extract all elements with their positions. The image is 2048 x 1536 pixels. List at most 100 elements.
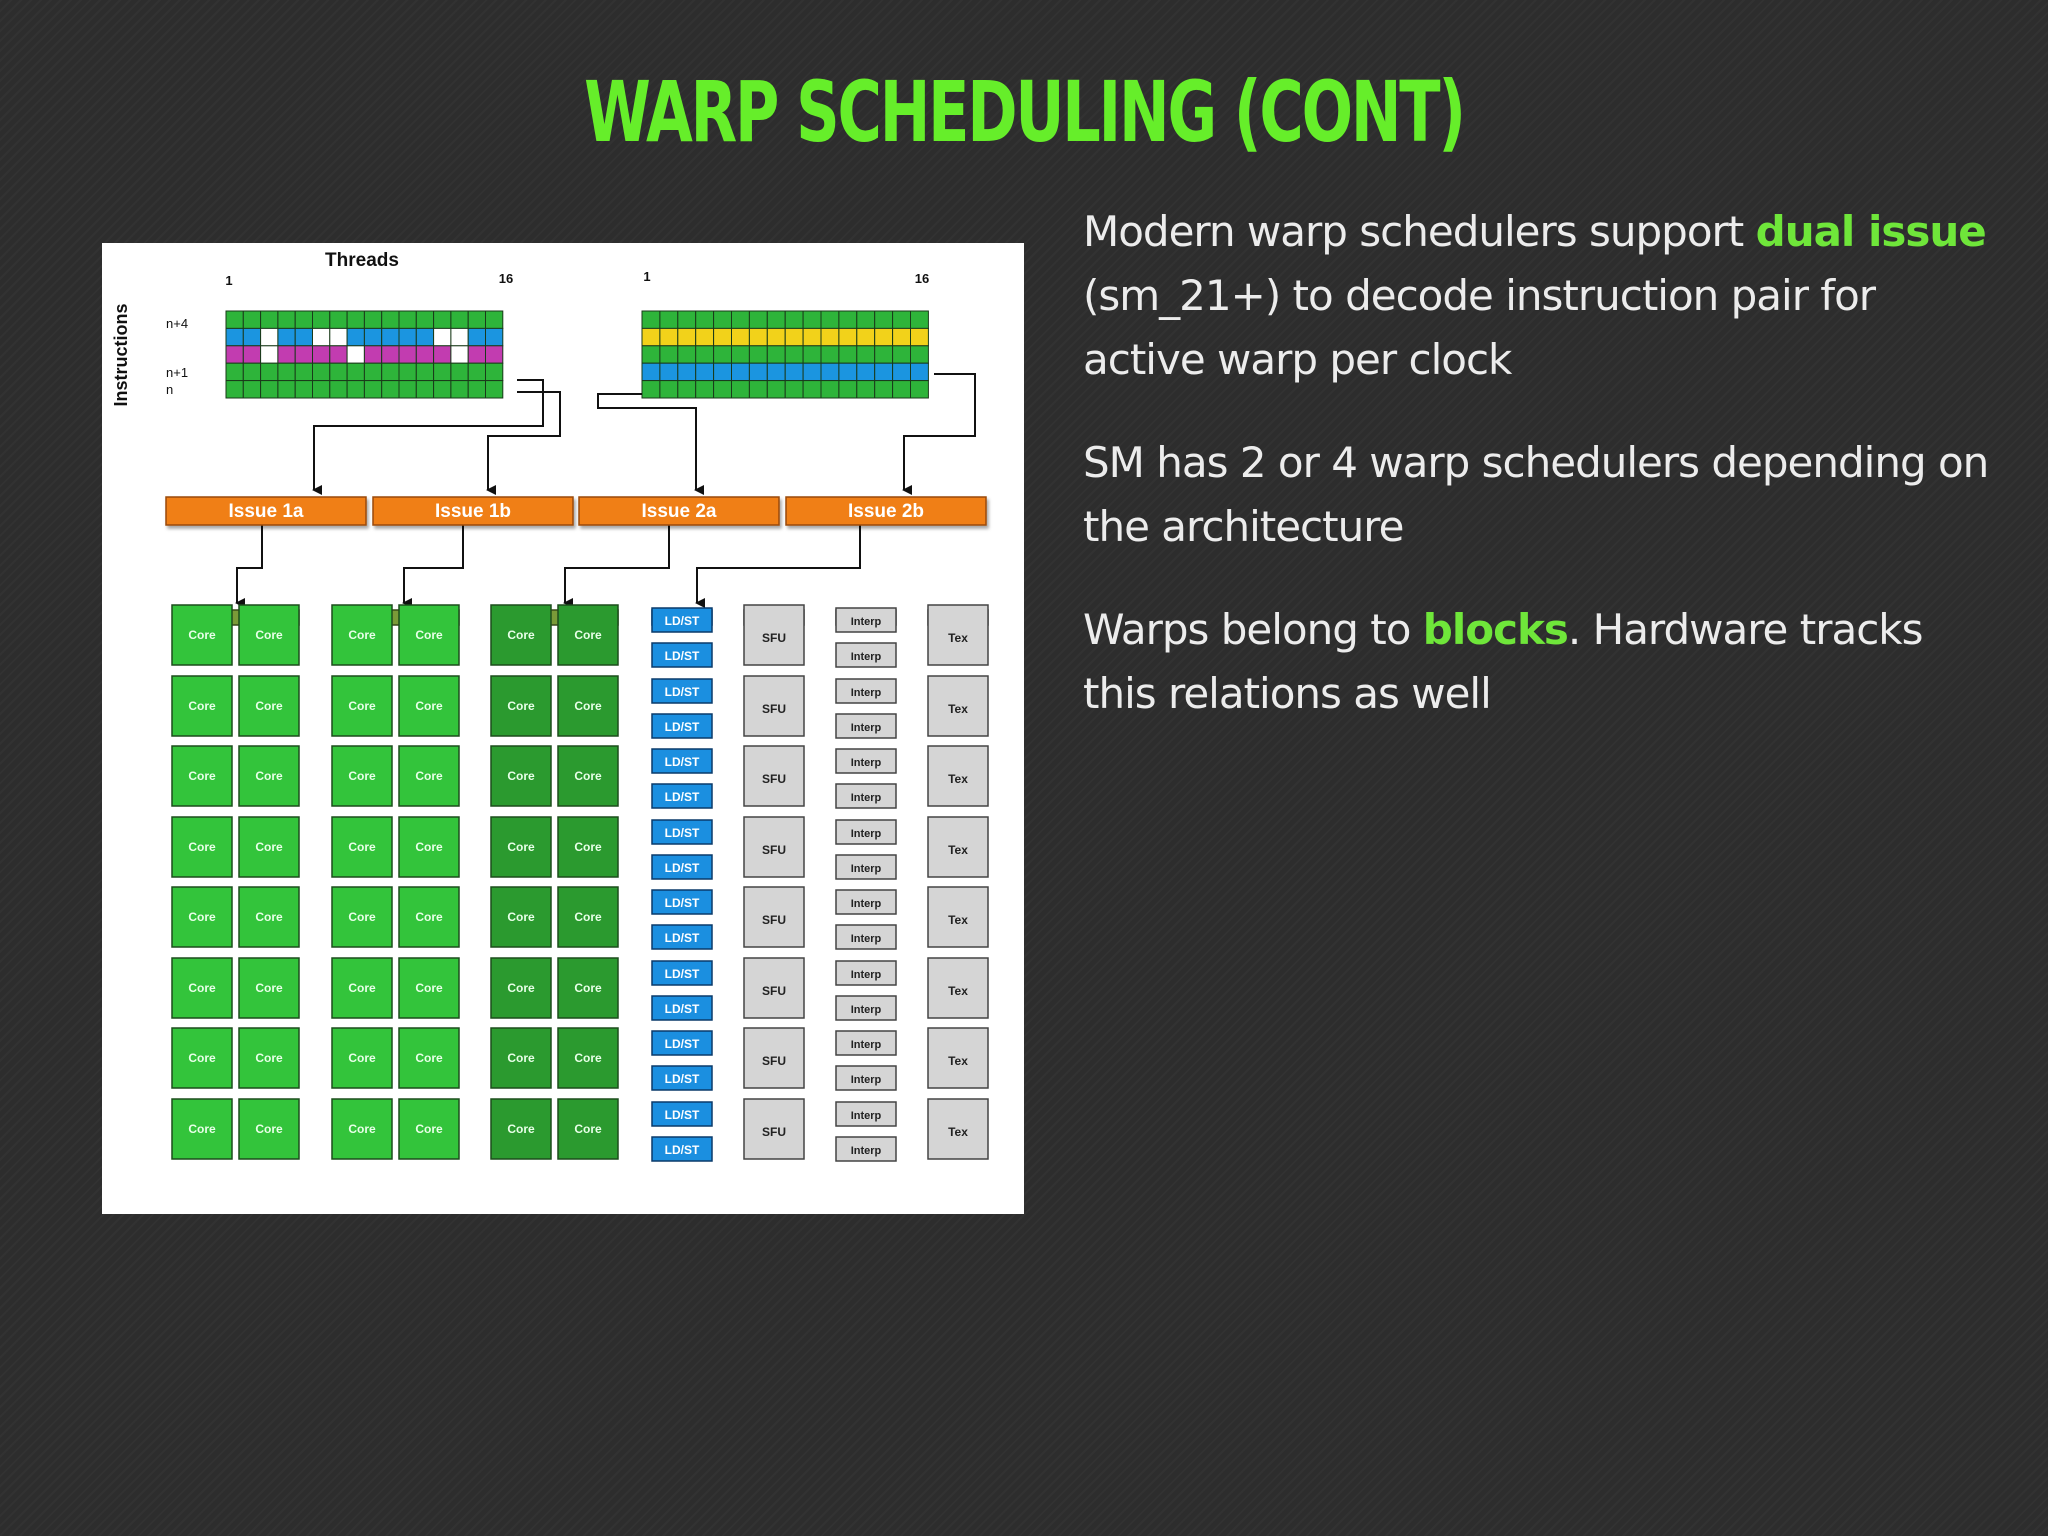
warp-cell: [874, 327, 894, 347]
warp-cell: [748, 345, 768, 364]
warp-cell: [731, 362, 750, 382]
warp-cell: [398, 310, 417, 329]
core-unit: [490, 604, 552, 666]
core-label: Core: [188, 769, 216, 783]
interp-unit: [835, 889, 897, 915]
ldst-label: LD/ST: [665, 720, 700, 734]
core-label: Core: [507, 628, 535, 642]
core-label: Core: [507, 1122, 535, 1136]
warp-cell: [433, 327, 452, 347]
warp-cell: [838, 380, 858, 399]
issue-box-2: [372, 496, 574, 526]
core-unit: [331, 675, 393, 737]
core-unit: [238, 1027, 300, 1089]
warp-cell: [415, 345, 435, 364]
core-unit: [398, 957, 460, 1019]
warp-scheduling-diagram: Threads Instructions 1 16 1 16 n+4 n+1 n…: [102, 243, 1024, 1214]
warp-cell: [641, 362, 661, 382]
issue-box-4: [785, 496, 987, 526]
core-unit: [238, 886, 300, 948]
core-label: Core: [348, 840, 376, 854]
warp-cell: [329, 327, 348, 347]
interp-label: Interp: [851, 1074, 882, 1086]
core-unit: [557, 1027, 619, 1089]
ldst-label: LD/ST: [665, 649, 700, 663]
warp-cell: [748, 362, 768, 382]
warp-cell: [225, 362, 244, 382]
warp-cell: [294, 310, 313, 329]
warp-cell: [766, 310, 786, 329]
ldst-unit: [651, 819, 713, 845]
tex-label: Tex: [948, 1125, 968, 1139]
warp-cell: [641, 310, 661, 329]
ldst-unit: [651, 1065, 713, 1091]
tex-label: Tex: [948, 843, 968, 857]
interp-unit: [835, 854, 897, 880]
warp-cell: [731, 380, 750, 399]
warp-cell: [242, 310, 262, 329]
core-label: Core: [415, 1051, 443, 1065]
core-label: Core: [415, 840, 443, 854]
core-label: Core: [348, 910, 376, 924]
ldst-unit: [651, 713, 713, 739]
warp-cell: [838, 327, 858, 347]
warp-cell: [659, 362, 679, 382]
core-label: Core: [188, 840, 216, 854]
warp-cell: [260, 362, 279, 382]
thread-start-label-1: 1: [225, 273, 232, 288]
ldst-unit: [651, 678, 713, 704]
warp-cell: [277, 380, 296, 399]
ldst-label: LD/ST: [665, 1143, 700, 1157]
core-unit: [557, 816, 619, 878]
core-label: Core: [255, 840, 283, 854]
warp-cell: [294, 345, 313, 364]
ldst-label: LD/ST: [665, 896, 700, 910]
warp-cell: [415, 327, 435, 347]
core-label: Core: [188, 1051, 216, 1065]
warp-cell: [731, 327, 750, 347]
core-unit: [557, 745, 619, 807]
warp-cell: [398, 380, 417, 399]
warp-cell: [748, 380, 768, 399]
warp-cell: [363, 327, 383, 347]
ldst-unit: [651, 783, 713, 809]
warp-cell: [856, 380, 876, 399]
core-label: Core: [507, 840, 535, 854]
core-label: Core: [188, 981, 216, 995]
warp-cell: [820, 327, 840, 347]
warp-cell: [695, 310, 715, 329]
core-label: Core: [574, 1122, 602, 1136]
core-unit: [398, 604, 460, 666]
warp-cell: [802, 345, 822, 364]
core-label: Core: [188, 699, 216, 713]
core-unit: [557, 886, 619, 948]
warp-cell: [363, 345, 383, 364]
warp-cell: [312, 345, 331, 364]
warp-cell: [677, 380, 697, 399]
warp-cell: [363, 362, 383, 382]
warp-cell: [748, 327, 768, 347]
warp-cell: [485, 327, 504, 347]
warp-cell: [874, 310, 894, 329]
row-label-n-plus-4: n+4: [166, 316, 188, 331]
bullet-3: Warps belong to blocks. Hardware tracks …: [1083, 605, 1924, 718]
core-unit: [557, 604, 619, 666]
tex-unit: [927, 604, 989, 666]
warp-cell: [329, 362, 348, 382]
ldst-unit: [651, 748, 713, 774]
warp-cell: [329, 380, 348, 399]
core-label: Core: [255, 628, 283, 642]
core-unit: [490, 1098, 552, 1160]
warp-cell: [784, 345, 804, 364]
interp-label: Interp: [851, 898, 882, 910]
interp-unit: [835, 819, 897, 845]
warp-cell: [802, 380, 822, 399]
issue-box-1: [165, 496, 367, 526]
core-label: Core: [507, 981, 535, 995]
core-label: Core: [188, 628, 216, 642]
core-unit: [557, 675, 619, 737]
interp-label: Interp: [851, 828, 882, 840]
warp-cell: [856, 327, 876, 347]
core-label: Core: [507, 699, 535, 713]
warp-cell: [892, 345, 911, 364]
